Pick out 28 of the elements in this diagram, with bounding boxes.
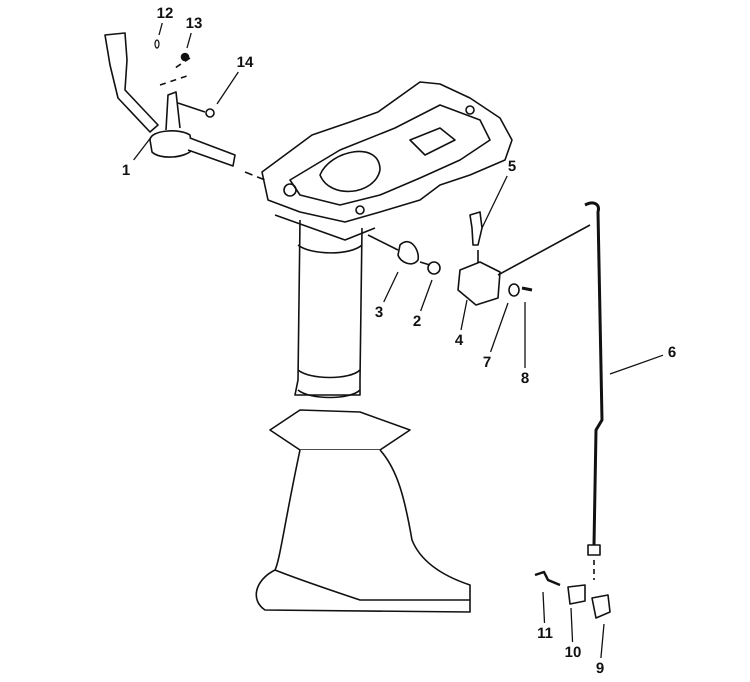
callout-number: 4 [450,330,468,350]
leader-line [420,280,433,312]
leader-line [158,22,163,36]
callout-number: 6 [663,342,681,362]
leader-line [133,136,153,160]
callout-number: 12 [156,3,174,23]
leader-line [383,272,399,302]
leader-line [481,176,508,228]
callout-number: 8 [516,368,534,388]
leader-line [524,302,526,368]
leader-line [216,72,239,104]
callout-number: 1 [117,160,135,180]
callout-number: 7 [478,352,496,372]
callout-number: 9 [591,658,609,678]
callout-number: 13 [185,13,203,33]
leader-line [610,354,664,375]
leader-line [490,302,509,352]
callout-number: 14 [236,52,254,72]
leader-line [460,300,468,330]
leader-line [186,32,192,48]
leader-line [542,592,546,624]
callout-number: 5 [503,156,521,176]
leader-line [600,624,605,658]
callout-number: 10 [564,642,582,662]
callout-number: 3 [370,302,388,322]
callout-number: 2 [408,311,426,331]
leader-line [570,608,574,642]
callout-number: 11 [536,623,554,643]
